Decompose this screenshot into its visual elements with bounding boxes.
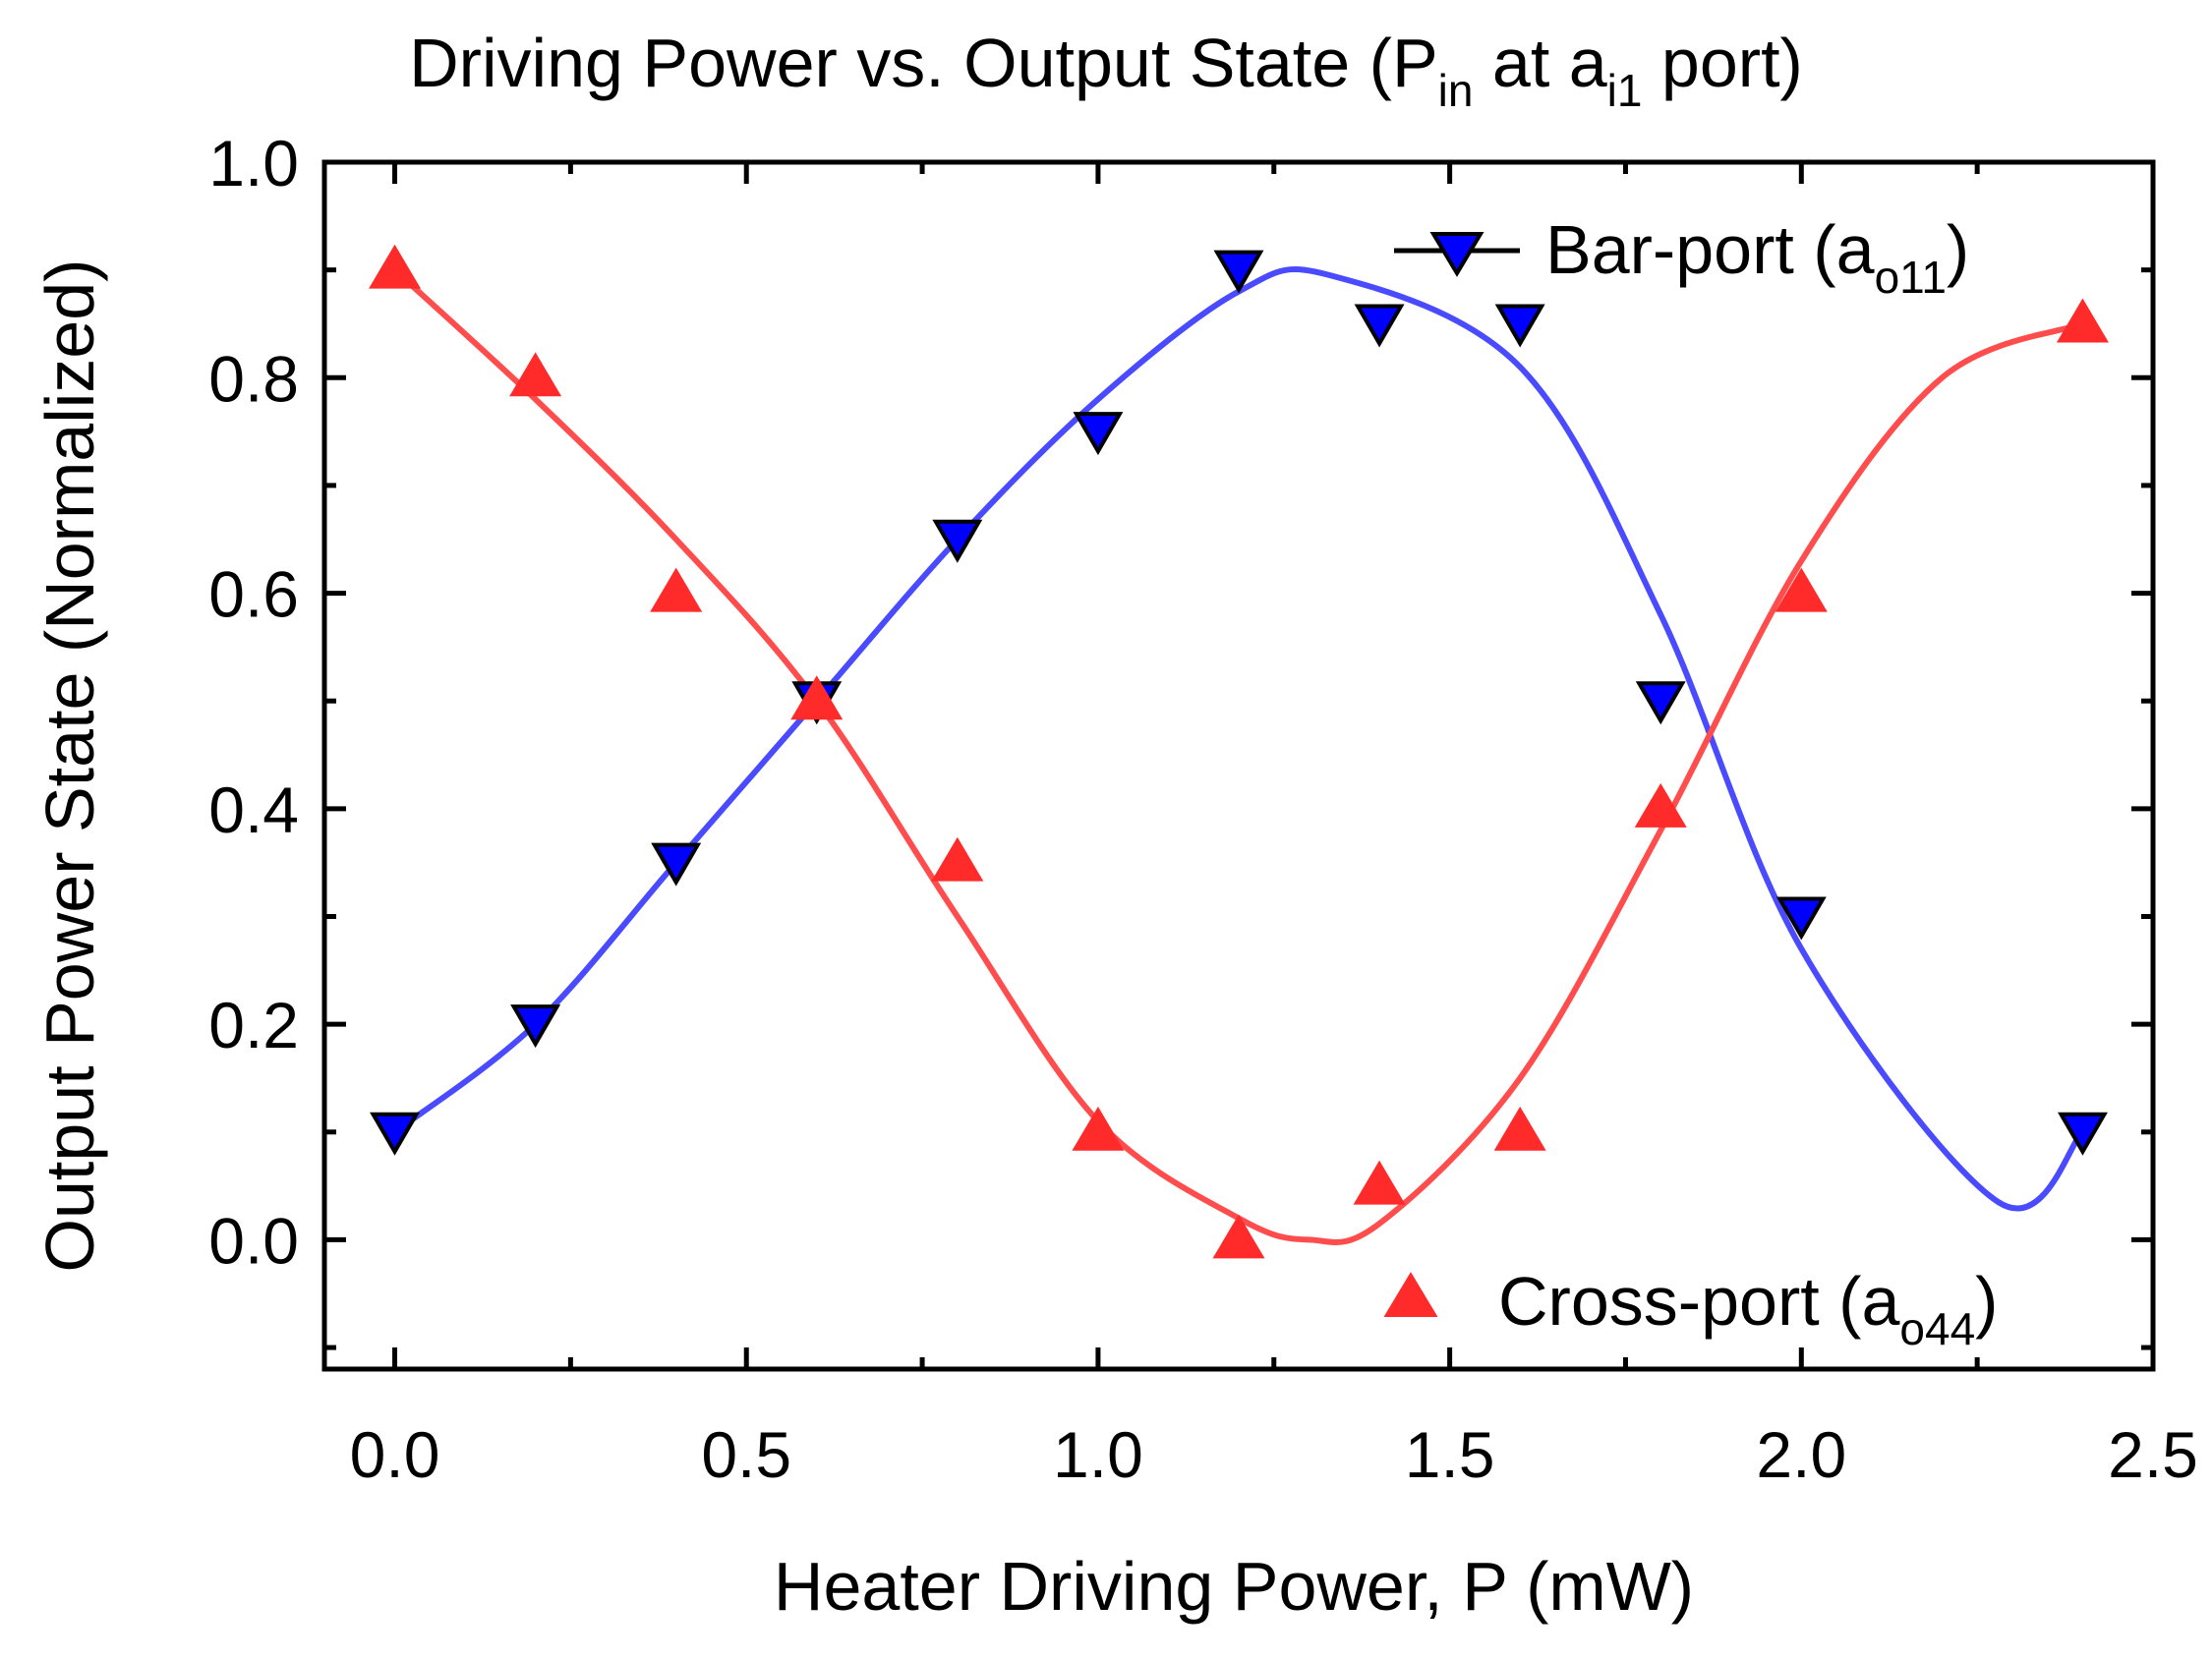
chart-title-main: Driving Power vs. Output State (P xyxy=(409,25,1438,101)
legend-bar-port-label: Bar-port (ao11) xyxy=(1545,211,1969,303)
cross-port-point xyxy=(790,675,844,720)
cross-port-point xyxy=(650,567,703,612)
bar-port-point xyxy=(370,1112,421,1156)
bar-port-point xyxy=(932,519,983,563)
y-tick-label: 0.2 xyxy=(208,989,299,1061)
cross-port-point xyxy=(2056,298,2109,343)
cross-port-point xyxy=(369,244,422,289)
y-tick-label: 0.6 xyxy=(208,558,299,631)
bar-port-point xyxy=(651,842,702,887)
bar-port-point xyxy=(1494,304,1545,348)
y-axis: 0.0 0.2 0.4 0.6 0.8 1.0 xyxy=(208,127,2153,1350)
plot-area xyxy=(369,244,2109,1259)
bar-port-point xyxy=(1635,681,1686,725)
y-tick-label: 0.8 xyxy=(208,342,299,415)
chart-title-sub2: i1 xyxy=(1607,65,1643,116)
cross-port-point xyxy=(509,352,562,397)
cross-port-point xyxy=(931,836,984,882)
legend-cross-port: Cross-port (ao44) xyxy=(1383,1263,1998,1354)
x-tick-label: 0.5 xyxy=(701,1418,791,1491)
chart-title-mid: at a xyxy=(1473,25,1606,101)
y-tick-label: 0.0 xyxy=(208,1204,299,1277)
x-tick-label: 0.0 xyxy=(350,1418,440,1491)
bar-port-point xyxy=(1354,304,1405,348)
x-tick-label: 2.5 xyxy=(2108,1418,2198,1491)
bar-port-fit-line xyxy=(392,266,2085,1212)
bar-port-point xyxy=(510,1004,561,1049)
cross-port-point xyxy=(1212,1214,1265,1259)
cross-port-point xyxy=(1072,1106,1125,1151)
x-axis: 0.0 0.5 1.0 1.5 2.0 2.5 xyxy=(350,162,2198,1491)
x-tick-label: 2.0 xyxy=(1756,1418,1846,1491)
cross-port-point xyxy=(1493,1106,1546,1151)
y-tick-label: 0.4 xyxy=(208,773,299,846)
bar-port-point xyxy=(1775,896,1827,941)
x-tick-label: 1.0 xyxy=(1053,1418,1143,1491)
legend-cross-port-marker xyxy=(1383,1272,1438,1317)
bar-port-point xyxy=(2057,1112,2108,1156)
cross-port-fit-line xyxy=(392,267,2084,1245)
bar-port-point xyxy=(1073,412,1124,456)
x-tick-label: 1.5 xyxy=(1405,1418,1495,1491)
cross-port-point xyxy=(1775,567,1828,612)
bar-port-point xyxy=(1213,250,1264,294)
legend-bar-port-marker xyxy=(1429,232,1484,277)
cross-port-point xyxy=(1353,1160,1406,1205)
chart-title-end: port) xyxy=(1642,25,1802,101)
legend-cross-port-label: Cross-port (ao44) xyxy=(1498,1263,1998,1354)
chart-title: Driving Power vs. Output State (Pin at a… xyxy=(409,25,1803,116)
cross-port-point xyxy=(1634,782,1687,828)
legend-bar-port: Bar-port (ao11) xyxy=(1394,211,1969,303)
y-axis-label: Output Power State (Normalized) xyxy=(31,259,108,1273)
y-tick-label: 1.0 xyxy=(208,127,299,200)
x-axis-label: Heater Driving Power, P (mW) xyxy=(774,1548,1694,1625)
plot-frame xyxy=(321,159,2156,1372)
chart-title-sub1: in xyxy=(1438,65,1474,116)
